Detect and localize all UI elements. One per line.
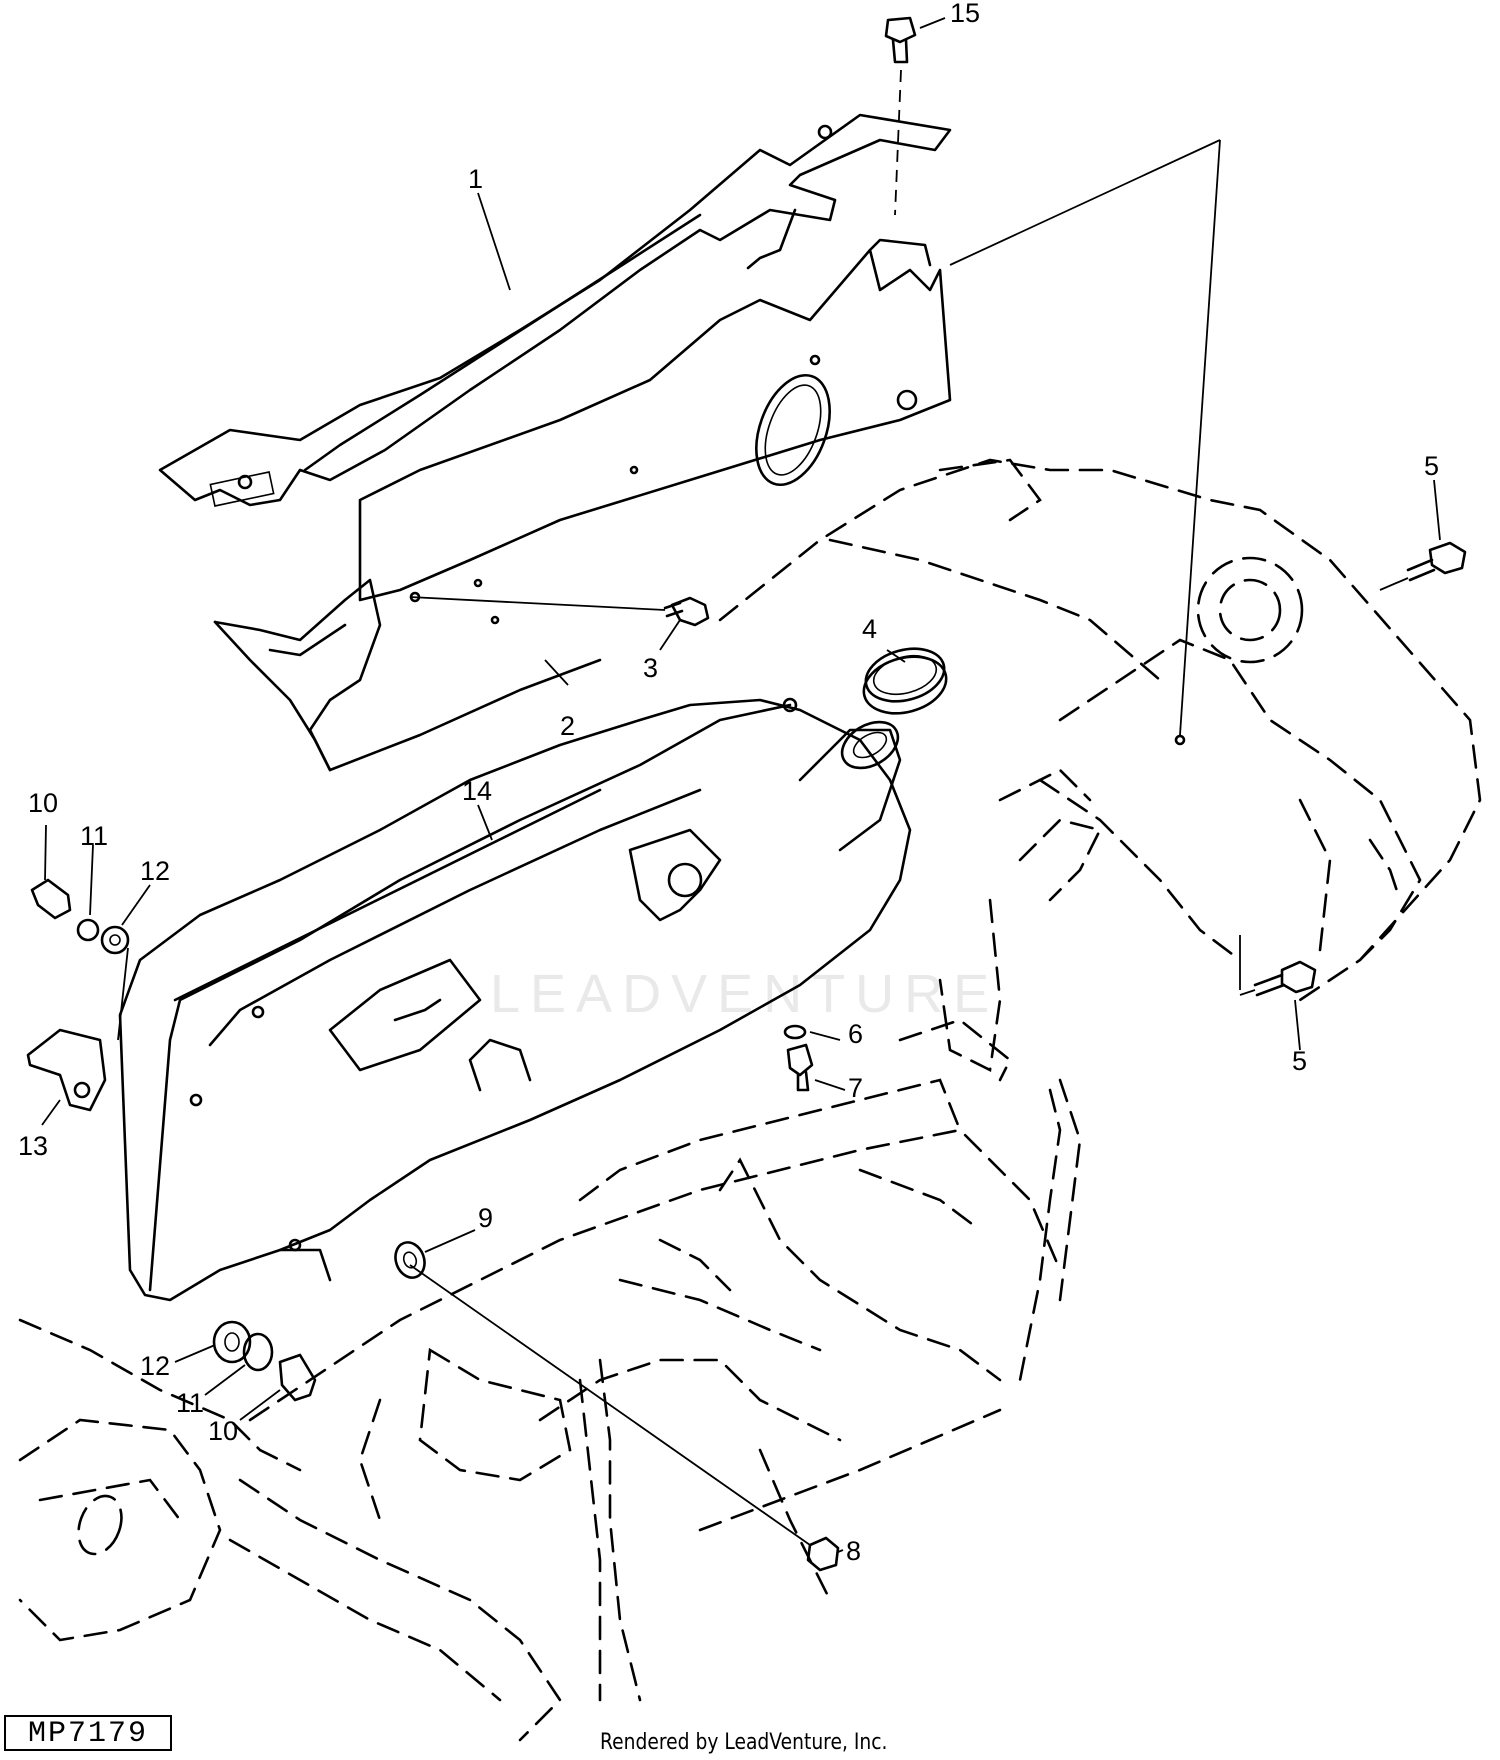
callout-9: 9 <box>478 1203 493 1233</box>
leader-15-to-frame <box>1179 139 1221 736</box>
callout-6: 6 <box>848 1019 863 1049</box>
part-10-11-12-upper <box>30 878 130 1041</box>
callout-8: 8 <box>846 1536 861 1566</box>
callout-2: 2 <box>560 711 575 741</box>
part-7-fitting <box>786 1043 814 1092</box>
diagram-id: MP7179 <box>27 1717 149 1751</box>
part-5-bolt-upper <box>1379 541 1467 591</box>
callout-10-upper: 10 <box>28 788 58 818</box>
callout-7: 7 <box>848 1073 863 1103</box>
frame-dashed-bottom <box>18 1078 1082 1742</box>
callout-3: 3 <box>643 653 658 683</box>
leader-frame-to-shield <box>949 139 1221 266</box>
callout-5-upper: 5 <box>1424 451 1439 481</box>
render-credit: Rendered by LeadVenture, Inc. <box>600 1730 888 1755</box>
callout-15: 15 <box>950 0 980 28</box>
callout-12-upper: 12 <box>140 856 170 886</box>
part-13-bracket <box>26 1028 107 1112</box>
callout-leaders <box>41 17 1441 1553</box>
part-8-nut <box>409 1264 840 1572</box>
callout-1: 1 <box>468 164 483 194</box>
part-3-screw <box>409 596 710 627</box>
part-1-upper-shield <box>158 113 952 507</box>
callout-12-lower: 12 <box>140 1351 170 1381</box>
diagram-id-box: MP7179 <box>4 1715 172 1751</box>
part-6-washer <box>783 1024 807 1040</box>
part-10-11-12-lower <box>212 1320 317 1402</box>
part-9-grommet <box>394 1241 426 1279</box>
callout-4: 4 <box>862 614 877 644</box>
watermark: LEADVENTURE <box>490 964 999 1024</box>
frame-dashed-right <box>718 458 1482 1082</box>
callout-11-upper: 11 <box>80 821 108 851</box>
part-5-bolt-lower <box>1239 935 1317 997</box>
callout-11-lower: 11 <box>176 1388 204 1418</box>
part-2-lower-shield <box>213 238 952 772</box>
callout-10-lower: 10 <box>208 1416 238 1446</box>
callout-14: 14 <box>462 776 492 806</box>
part-14-fuel-tank <box>118 697 912 1302</box>
callout-5-lower: 5 <box>1292 1046 1307 1076</box>
part-4-fuel-cap <box>862 647 948 715</box>
part-15-bolt <box>884 16 917 216</box>
callout-13: 13 <box>18 1131 48 1161</box>
